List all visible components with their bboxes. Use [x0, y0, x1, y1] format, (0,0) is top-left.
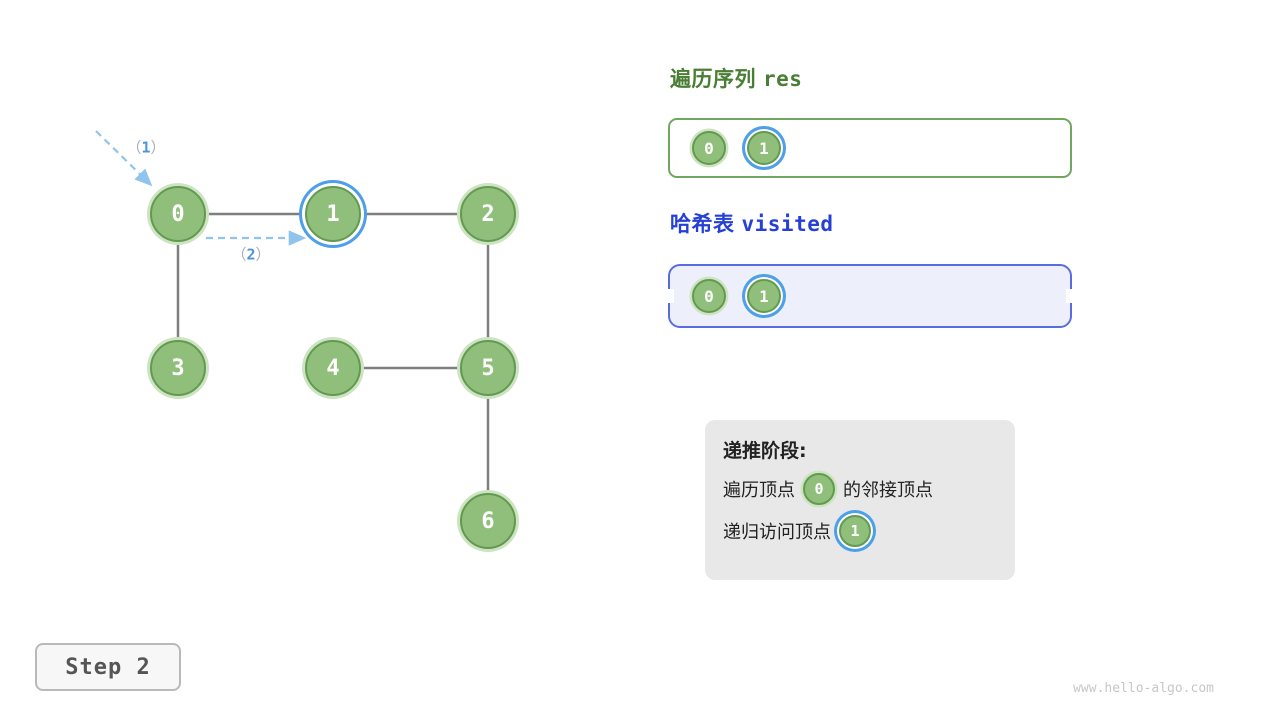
res-title-text: 遍历序列 — [670, 67, 756, 91]
node-chip-0: 0 — [692, 279, 726, 313]
traversal-arrows — [95, 130, 307, 246]
visited-title-code: visited — [741, 212, 834, 236]
phase-line-2-node: 1 — [839, 515, 871, 547]
visited-box-right-notch — [1066, 289, 1073, 303]
node-chip-0: 0 — [803, 473, 835, 505]
visited-box-left-notch — [667, 289, 674, 303]
node-chip-1: 1 — [839, 515, 871, 547]
visited-title-text: 哈希表 — [670, 212, 735, 236]
phase-line-1-node: 0 — [803, 473, 835, 505]
phase-line-1-suffix: 的邻接顶点 — [843, 480, 933, 501]
node-chip-0: 0 — [692, 131, 726, 165]
traversal-arrow-1 — [95, 130, 153, 187]
phase-line-2-prefix: 递归访问顶点 — [723, 522, 831, 543]
phase-line-2: 递归访问顶点 1 — [723, 515, 997, 547]
res-panel-title: 遍历序列 res — [670, 63, 802, 93]
watermark: www.hello-algo.com — [1073, 681, 1214, 696]
phase-line-1-prefix: 遍历顶点 — [723, 480, 795, 501]
res-title-code: res — [763, 67, 803, 91]
node-chip-1: 1 — [747, 279, 781, 313]
step-badge: Step 2 — [35, 643, 181, 691]
phase-title: 递推阶段: — [723, 440, 807, 462]
phase-line-1: 遍历顶点 0 的邻接顶点 — [723, 473, 997, 505]
node-chip-1: 1 — [747, 131, 781, 165]
phase-info-box: 递推阶段: 遍历顶点 0 的邻接顶点 递归访问顶点 1 — [705, 420, 1015, 580]
graph-edges — [176, 212, 490, 521]
